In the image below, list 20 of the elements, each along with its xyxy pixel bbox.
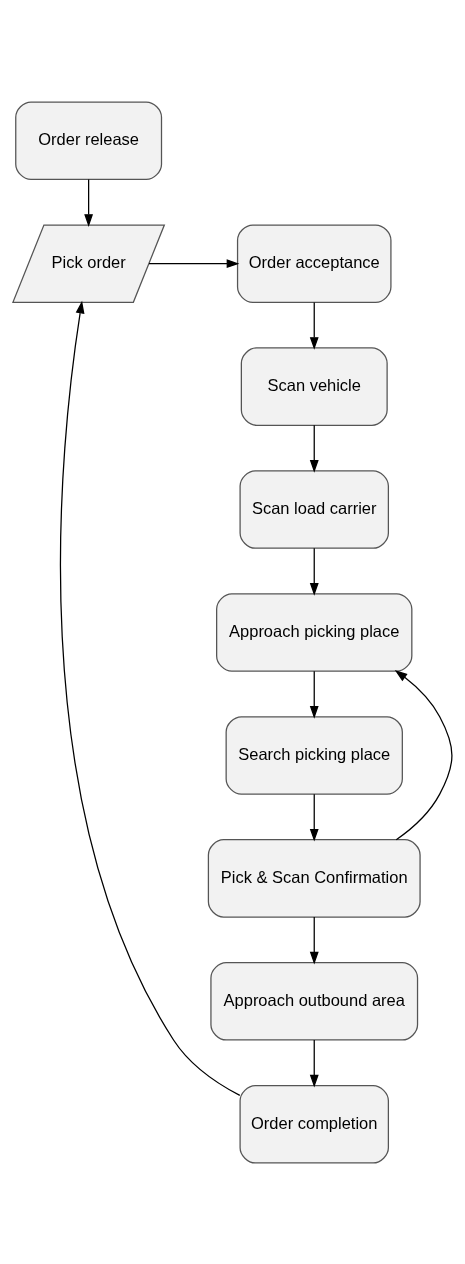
node-box: Order completion — [239, 1084, 389, 1164]
arrow — [309, 301, 319, 350]
arrow — [309, 424, 319, 473]
node-box: Scan vehicle — [240, 346, 388, 426]
node-box: Pick & Scan Confirmation — [207, 838, 421, 918]
arrow — [309, 670, 319, 719]
node-box: Approach picking place — [216, 592, 413, 672]
node-box: Scan load carrier — [239, 469, 389, 549]
arrow — [309, 547, 319, 596]
arrow — [309, 915, 319, 965]
arrow — [148, 258, 240, 268]
arrow — [59, 300, 241, 1096]
node-box: Order acceptance — [236, 223, 392, 303]
node-box: Order release — [15, 100, 163, 180]
node-box: Search picking place — [225, 715, 403, 795]
arrow — [309, 1038, 319, 1087]
node-box: Approach outbound area — [210, 961, 419, 1041]
arrow — [394, 669, 453, 840]
arrow — [309, 793, 319, 842]
arrow — [84, 178, 94, 227]
